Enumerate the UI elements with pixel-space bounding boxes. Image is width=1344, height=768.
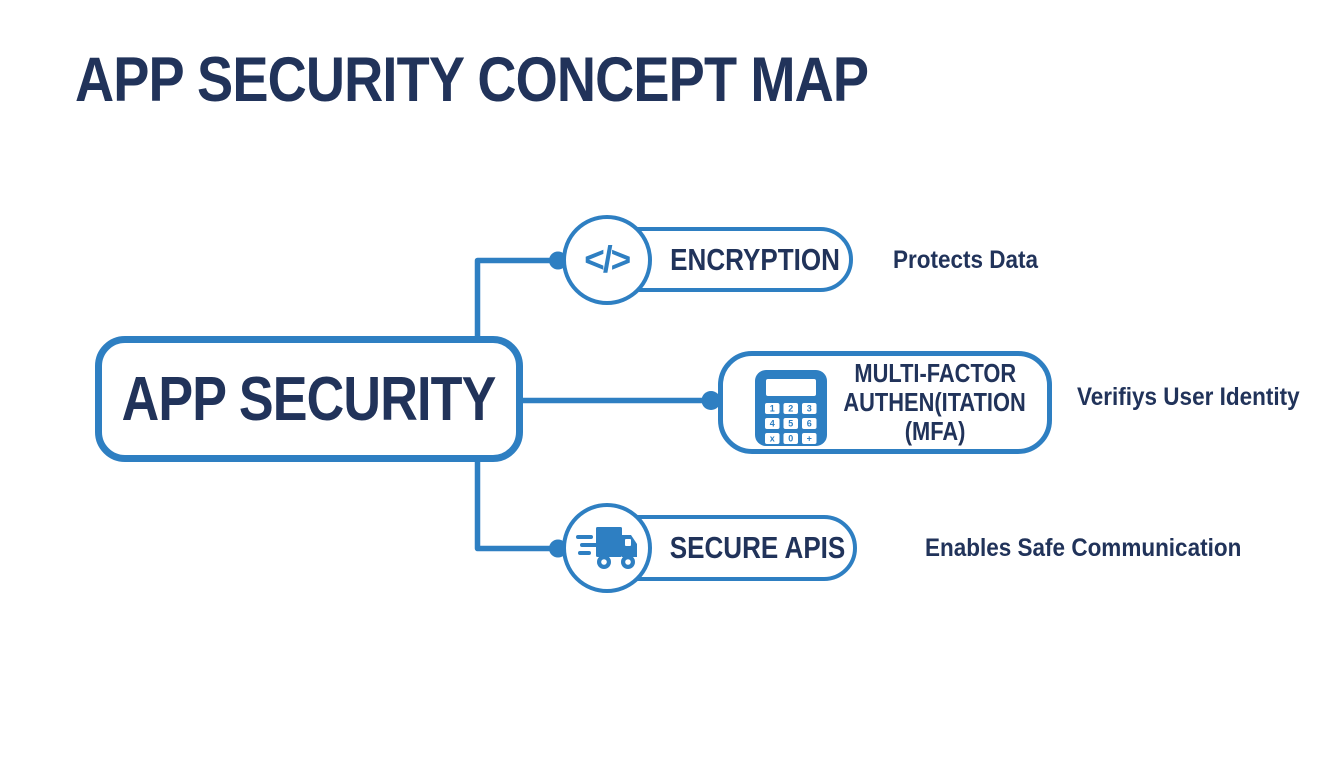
- delivery-truck-icon: [576, 527, 637, 569]
- svg-text:2: 2: [788, 404, 793, 414]
- page-title: APP SECURITY CONCEPT MAP: [75, 47, 997, 113]
- svg-text:6: 6: [807, 419, 812, 429]
- code-icon: </>: [584, 239, 631, 280]
- center-node-label: APP SECURITY: [122, 364, 497, 434]
- secure-apis-icon-circle: [562, 503, 652, 593]
- calculator-icon: 1 2 3 4 5 6 x 0 +: [755, 370, 827, 446]
- node-secure-apis-label: SECURE APIS: [669, 530, 846, 565]
- connector-dot-mfa: [701, 391, 721, 410]
- connector-secure-apis: [474, 457, 553, 552]
- svg-text:x: x: [770, 434, 775, 444]
- node-mfa-label: MULTI-FACTOR AUTHEN(ITATION (MFA): [843, 358, 1027, 446]
- svg-text:0: 0: [788, 434, 793, 444]
- svg-text:1: 1: [770, 404, 775, 414]
- node-mfa: 1 2 3 4 5 6 x 0 + MULTI-FACTOR AUTHEN(ITATION …: [718, 351, 1052, 454]
- annotation-encryption: Protects Data: [893, 246, 1039, 274]
- svg-text:+: +: [807, 434, 812, 444]
- page-title-text: APP SECURITY CONCEPT MAP: [75, 45, 869, 115]
- annotation-mfa: Verifiys User Identity: [1077, 383, 1300, 411]
- connector-encryption: [474, 257, 553, 341]
- svg-text:4: 4: [770, 419, 775, 429]
- node-encryption-label: ENCRYPTION: [670, 241, 841, 277]
- svg-text:5: 5: [788, 419, 793, 429]
- annotation-secure-apis: Enables Safe Communication: [925, 534, 1242, 562]
- center-node-app-security: APP SECURITY: [95, 336, 523, 462]
- encryption-icon-circle: </>: [562, 215, 652, 305]
- svg-text:3: 3: [807, 404, 812, 414]
